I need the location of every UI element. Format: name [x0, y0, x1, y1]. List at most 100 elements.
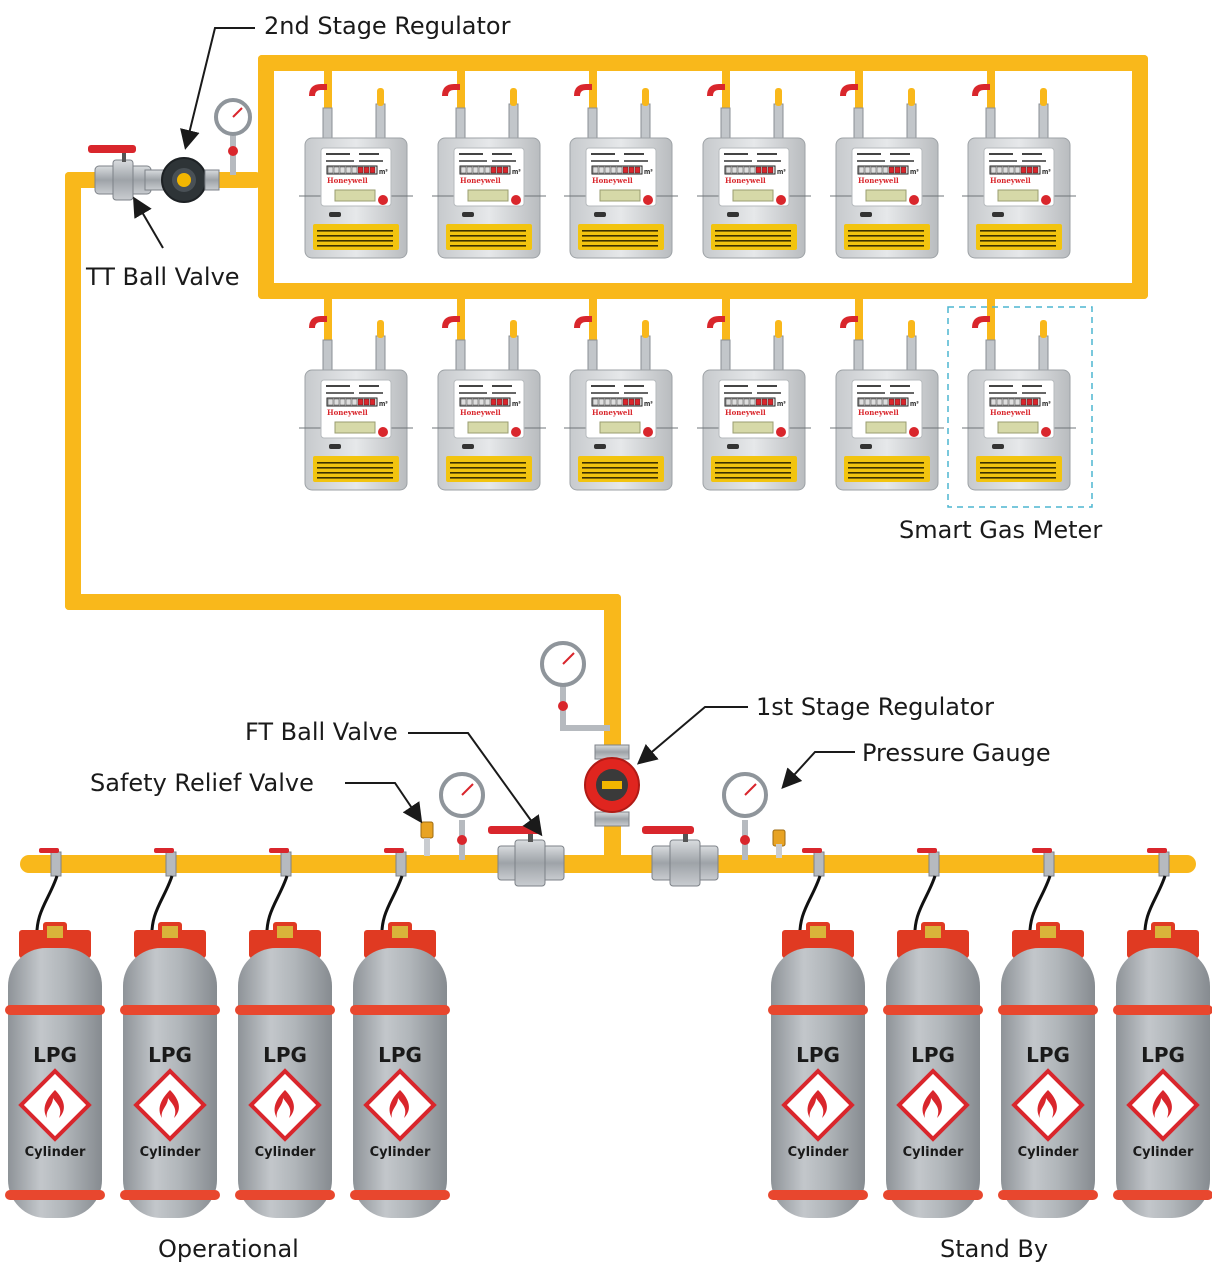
meter-valve-handle-icon[interactable] [574, 316, 592, 328]
second-stage-regulator[interactable] [144, 157, 220, 203]
lpg-cylinder-standby: LPG Cylinder [768, 848, 868, 1218]
lpg-cylinder-standby: LPG Cylinder [998, 848, 1098, 1218]
flammable-hazard-icon [18, 1068, 92, 1142]
pressure-gauge-top [540, 641, 610, 731]
cylinder-label-text: Cylinder [25, 1145, 86, 1160]
cylinder-lpg-text: LPG [1141, 1043, 1185, 1067]
meter-button-icon[interactable] [643, 195, 653, 205]
lpg-cylinder-operational: LPG Cylinder [235, 848, 335, 1218]
meter-unit: m³ [777, 169, 786, 176]
meter-valve-handle-icon[interactable] [442, 84, 460, 96]
meter-unit: m³ [512, 401, 521, 408]
meter-brand: Honeywell [592, 176, 633, 185]
cylinder-label-text: Cylinder [1018, 1145, 1079, 1160]
meter-valve-handle-icon[interactable] [442, 316, 460, 328]
meter-button-icon[interactable] [511, 427, 521, 437]
meter-brand: Honeywell [725, 176, 766, 185]
flame-icon [159, 1090, 179, 1118]
meter-unit: m³ [379, 169, 388, 176]
meter-brand: Honeywell [858, 176, 899, 185]
flame-icon [922, 1090, 942, 1118]
smart-gas-meter: m³ Honeywell [432, 316, 546, 491]
first-stage-regulator[interactable] [584, 744, 640, 827]
cylinder-label-text: Cylinder [903, 1145, 964, 1160]
smart-gas-meter: m³ Honeywell [697, 84, 811, 259]
smart-gas-meter-highlight [947, 306, 1093, 508]
meter-valve-handle-icon[interactable] [972, 316, 990, 328]
ft-ball-valve-left[interactable] [488, 826, 565, 887]
pipe-network [20, 55, 1196, 873]
meter-valve-handle-icon[interactable] [707, 84, 725, 96]
pressure-gauge-right [722, 772, 768, 860]
flame-icon [807, 1090, 827, 1118]
cylinder-label-text: Cylinder [255, 1145, 316, 1160]
meter-valve-handle-icon[interactable] [574, 84, 592, 96]
meter-unit: m³ [1042, 169, 1051, 176]
label-stand-by: Stand By [940, 1235, 1049, 1263]
label-operational: Operational [158, 1235, 299, 1263]
flammable-hazard-icon [248, 1068, 322, 1142]
meter-unit: m³ [644, 169, 653, 176]
meter-unit: m³ [1042, 401, 1051, 408]
meter-button-icon[interactable] [1041, 427, 1051, 437]
meter-valve-handle-icon[interactable] [707, 316, 725, 328]
lpg-cylinder-operational: LPG Cylinder [5, 848, 105, 1218]
meter-brand: Honeywell [858, 408, 899, 417]
flammable-hazard-icon [1126, 1068, 1200, 1142]
meter-button-icon[interactable] [1041, 195, 1051, 205]
flammable-hazard-icon [133, 1068, 207, 1142]
label-pressure-gauge: Pressure Gauge [862, 739, 1051, 767]
label-tt-ball-valve: TT Ball Valve [86, 263, 240, 291]
meter-valve-handle-icon[interactable] [309, 84, 327, 96]
meter-brand: Honeywell [592, 408, 633, 417]
safety-relief-valve-left [420, 821, 434, 856]
meter-button-icon[interactable] [378, 427, 388, 437]
meter-valve-handle-icon[interactable] [840, 84, 858, 96]
cylinder-label-text: Cylinder [370, 1145, 431, 1160]
lpg-cylinder-standby: LPG Cylinder [883, 848, 983, 1218]
cylinder-lpg-text: LPG [796, 1043, 840, 1067]
meter-brand: Honeywell [990, 408, 1031, 417]
cylinder-lpg-text: LPG [263, 1043, 307, 1067]
lpg-cylinders: LPG Cylinder LPG Cylinder LPG Cylinder LPG Cyli… [5, 848, 1212, 1218]
safety-relief-valve-right [772, 829, 786, 858]
cylinder-label-text: Cylinder [140, 1145, 201, 1160]
meter-button-icon[interactable] [511, 195, 521, 205]
meter-brand: Honeywell [460, 408, 501, 417]
meter-unit: m³ [910, 169, 919, 176]
meter-button-icon[interactable] [776, 427, 786, 437]
meter-valve-handle-icon[interactable] [840, 316, 858, 328]
meter-button-icon[interactable] [378, 195, 388, 205]
pressure-gauge-upper [214, 98, 252, 175]
tt-ball-valve[interactable] [88, 145, 152, 201]
label-safety-relief-valve: Safety Relief Valve [90, 769, 314, 797]
meter-valve-handle-icon[interactable] [972, 84, 990, 96]
flame-icon [274, 1090, 294, 1118]
cylinder-label-text: Cylinder [788, 1145, 849, 1160]
label-ft-ball-valve: FT Ball Valve [245, 718, 398, 746]
meter-unit: m³ [512, 169, 521, 176]
meter-button-icon[interactable] [643, 427, 653, 437]
meter-button-icon[interactable] [776, 195, 786, 205]
smart-gas-meter: m³ Honeywell [564, 84, 678, 259]
cylinder-lpg-text: LPG [911, 1043, 955, 1067]
meter-brand: Honeywell [460, 176, 501, 185]
cylinder-lpg-text: LPG [1026, 1043, 1070, 1067]
meter-valve-handle-icon[interactable] [309, 316, 327, 328]
label-second-stage-regulator: 2nd Stage Regulator [264, 12, 511, 40]
meter-button-icon[interactable] [909, 427, 919, 437]
meter-unit: m³ [379, 401, 388, 408]
ft-ball-valve-right[interactable] [642, 826, 719, 887]
flame-icon [1037, 1090, 1057, 1118]
meter-button-icon[interactable] [909, 195, 919, 205]
cylinder-lpg-text: LPG [33, 1043, 77, 1067]
